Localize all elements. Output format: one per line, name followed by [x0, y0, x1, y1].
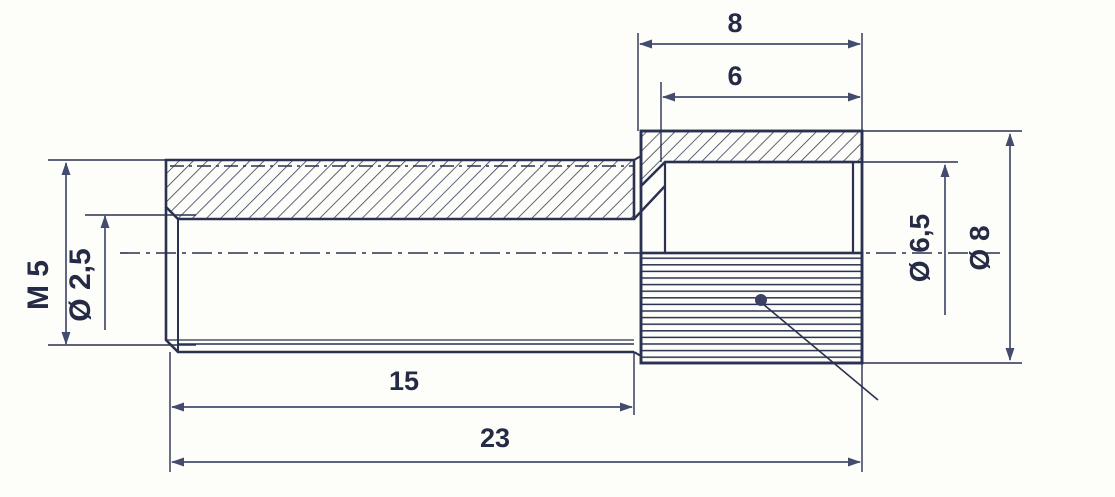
leader-line	[755, 294, 879, 401]
counterbore-walls	[663, 160, 855, 253]
dim-text-bore-depth: 6	[727, 61, 742, 91]
part-geometry	[120, 129, 1000, 401]
head-section-hatched	[639, 129, 864, 190]
dim-text-head-outer: Ø 8	[964, 225, 995, 270]
shank-transition	[633, 155, 666, 357]
dim-text-head-bore: Ø 6,5	[904, 214, 935, 282]
dim-text-shank-length: 15	[389, 366, 419, 396]
shank-section-hatched	[164, 158, 636, 221]
shank-lower-outline	[164, 207, 634, 354]
dim-text-m5: M 5	[22, 260, 55, 310]
dim-text-inner-bore: Ø 2,5	[64, 248, 97, 321]
head-knurled-region	[639, 251, 864, 365]
dim-text-head-length: 8	[727, 8, 742, 38]
dim-text-overall-length: 23	[480, 423, 510, 453]
dimension-lines	[61, 39, 1015, 467]
